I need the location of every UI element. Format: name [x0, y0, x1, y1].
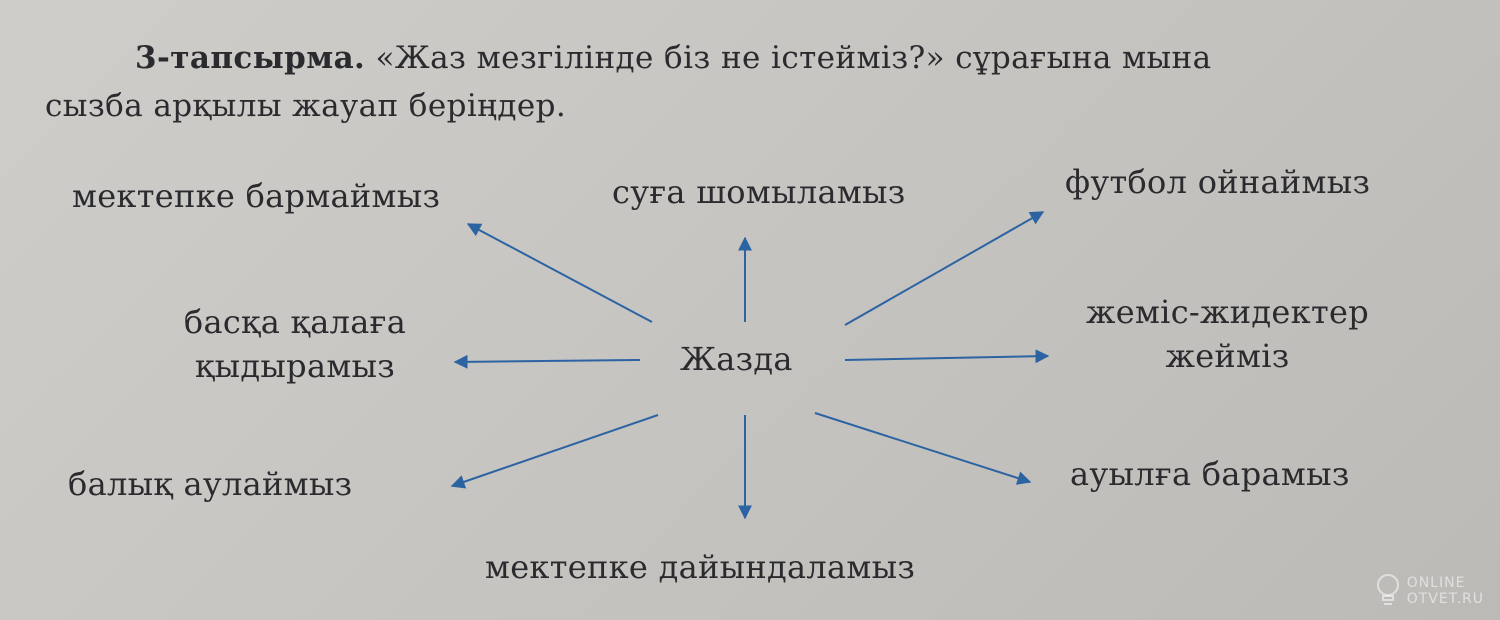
arrow-top-right	[844, 211, 1045, 326]
node-right-line2: жейміз	[1165, 337, 1290, 375]
arrow-right	[844, 349, 1050, 364]
watermark-line1: ONLINE	[1406, 575, 1466, 591]
node-top: суға шомыламыз	[612, 173, 906, 211]
node-right: жеміс-жидектер жейміз	[1050, 290, 1405, 378]
arrow-left	[453, 354, 641, 369]
node-bottom-right: ауылға барамыз	[1070, 455, 1350, 493]
watermark: ONLINE OTVET.RU	[1375, 572, 1484, 610]
node-right-line1: жеміс-жидектер	[1086, 293, 1369, 331]
node-left: басқа қалаға қыдырамыз	[155, 300, 435, 388]
arrow-top-left	[466, 223, 653, 323]
node-bottom-left: балық аулаймыз	[68, 465, 353, 503]
diagram-center: Жазда	[680, 340, 793, 378]
node-left-line1: басқа қалаға	[183, 303, 407, 341]
node-top-left: мектепке бармаймыз	[72, 177, 441, 215]
arrow-bottom-right	[814, 412, 1032, 485]
node-top-right: футбол ойнаймыз	[1065, 163, 1371, 201]
watermark-line2: OTVET.RU	[1406, 591, 1484, 607]
task-text-line2: сызба арқылы жауап беріңдер.	[45, 88, 567, 124]
task-instruction: 3-тапсырма. «Жаз мезгілінде біз не істей…	[45, 34, 1465, 130]
task-text-line1: «Жаз мезгілінде біз не істейміз?» сұрағы…	[375, 40, 1212, 76]
node-left-line2: қыдырамыз	[194, 347, 396, 385]
arrow-bottom-left	[450, 414, 659, 489]
lightbulb-icon	[1376, 574, 1399, 605]
node-bottom: мектепке дайындаламыз	[485, 548, 916, 586]
task-number: 3-тапсырма.	[135, 40, 366, 76]
